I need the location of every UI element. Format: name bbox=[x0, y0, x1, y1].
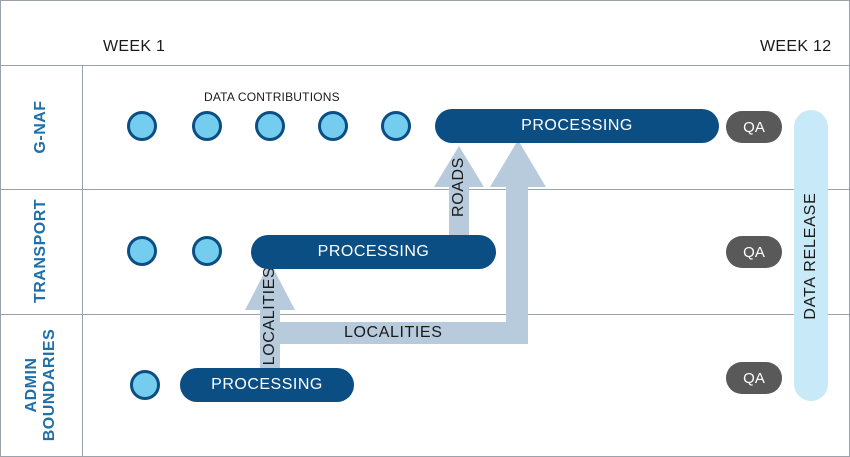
transport-processing-bar: PROCESSING bbox=[251, 235, 496, 269]
admin-contribution-dot bbox=[130, 370, 160, 400]
gnaf-contribution-dot bbox=[255, 111, 285, 141]
gnaf-qa-pill: QA bbox=[726, 111, 782, 143]
gnaf-contribution-dot bbox=[192, 111, 222, 141]
label-column-divider bbox=[82, 65, 83, 457]
admin-processing-bar: PROCESSING bbox=[180, 368, 354, 402]
admin-qa-pill: QA bbox=[726, 362, 782, 394]
header-divider bbox=[0, 65, 850, 66]
roads-arrow bbox=[434, 146, 484, 240]
gnaf-contribution-dot bbox=[318, 111, 348, 141]
transport-contribution-dot bbox=[127, 236, 157, 266]
week-start-label: WEEK 1 bbox=[103, 38, 166, 55]
row-divider-1 bbox=[0, 189, 850, 190]
localities-arrow-horizontal bbox=[260, 140, 546, 344]
gnaf-contribution-dot bbox=[381, 111, 411, 141]
row-divider-2 bbox=[0, 314, 850, 315]
roads-label: ROADS bbox=[450, 157, 467, 217]
localities-arrow-vertical bbox=[245, 262, 295, 370]
localities-horizontal-label: LOCALITIES bbox=[344, 324, 443, 341]
gnaf-processing-bar: PROCESSING bbox=[435, 109, 719, 143]
data-release-bar bbox=[794, 110, 828, 401]
week-end-label: WEEK 12 bbox=[760, 38, 832, 55]
data-release-label: DATA RELEASE bbox=[802, 192, 819, 320]
transport-qa-pill: QA bbox=[726, 236, 782, 268]
data-contributions-label: DATA CONTRIBUTIONS bbox=[204, 90, 340, 104]
transport-contribution-dot bbox=[192, 236, 222, 266]
localities-vertical-label: LOCALITIES bbox=[261, 266, 278, 366]
gnaf-contribution-dot bbox=[127, 111, 157, 141]
